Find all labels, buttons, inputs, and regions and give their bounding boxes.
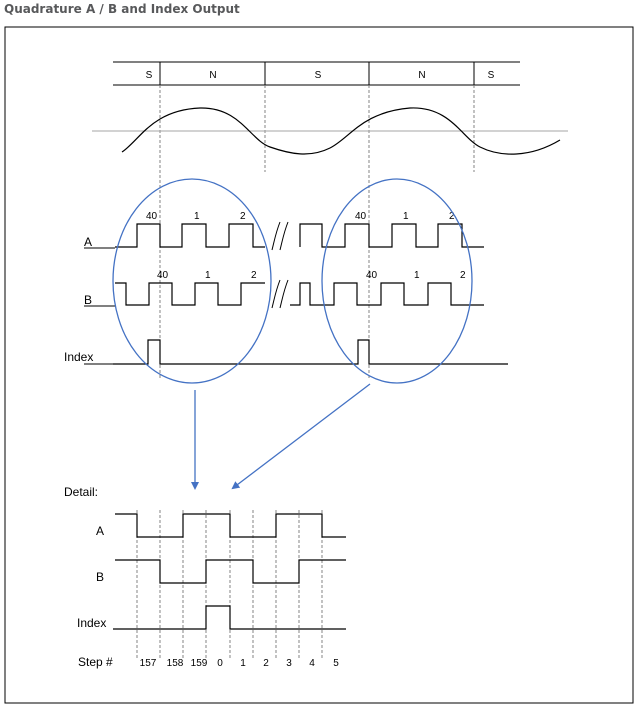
pole-label-3: S [315, 70, 322, 81]
label-underlines [84, 247, 115, 365]
detail-signal-b [115, 559, 346, 584]
label-index-detail: Index [77, 616, 106, 630]
figure-title: Quadrature A / B and Index Output [4, 2, 240, 16]
signal-a-right [299, 223, 484, 248]
step-4: 0 [217, 658, 223, 669]
a-left-pulse-2: 1 [194, 211, 200, 222]
step-2: 158 [167, 658, 184, 669]
step-9: 5 [333, 658, 339, 669]
pole-label-4: N [418, 70, 425, 81]
b-left-pulse-1: 40 [157, 270, 169, 281]
step-5: 1 [240, 658, 246, 669]
step-6: 2 [263, 658, 269, 669]
a-left-pulse-3: 2 [240, 211, 246, 222]
figure-frame [4, 26, 634, 704]
b-left-pulse-3: 2 [251, 270, 257, 281]
pole-label-1: S [146, 70, 153, 81]
signal-b-left [115, 282, 265, 306]
pole-label-2: N [209, 70, 216, 81]
break-marks-b [271, 279, 289, 309]
detail-signal-index [113, 605, 346, 630]
b-left-pulse-2: 1 [205, 270, 211, 281]
step-8: 4 [309, 658, 315, 669]
step-7: 3 [286, 658, 292, 669]
step-3: 159 [191, 658, 208, 669]
zoom-ellipse-left [112, 178, 272, 384]
b-right-pulse-2: 1 [414, 270, 420, 281]
a-right-pulse-1: 40 [355, 211, 367, 222]
a-right-pulse-3: 2 [449, 211, 455, 222]
label-a-upper: A [84, 235, 92, 249]
detail-label: Detail: [64, 485, 98, 499]
b-right-pulse-1: 40 [366, 270, 378, 281]
label-a-detail: A [96, 524, 104, 538]
label-b-detail: B [96, 570, 104, 584]
pole-boundaries [159, 85, 475, 378]
magnetic-field-sine [121, 107, 561, 155]
signal-a-left [115, 223, 265, 248]
zoom-ellipse-right [321, 178, 473, 384]
break-marks-a [271, 221, 289, 251]
b-right-pulse-3: 2 [460, 270, 466, 281]
step-1: 157 [140, 658, 157, 669]
label-b-upper: B [84, 293, 92, 307]
pole-label-5: S [488, 70, 495, 81]
signal-index-upper [113, 339, 508, 365]
label-index-upper: Index [64, 350, 93, 364]
a-right-pulse-2: 1 [403, 211, 409, 222]
detail-arrow-right [231, 383, 371, 490]
detail-signal-a [115, 513, 346, 538]
step-label: Step # [78, 655, 113, 669]
pole-bar [113, 61, 520, 86]
a-left-pulse-1: 40 [146, 211, 158, 222]
signal-b-right [290, 282, 484, 306]
